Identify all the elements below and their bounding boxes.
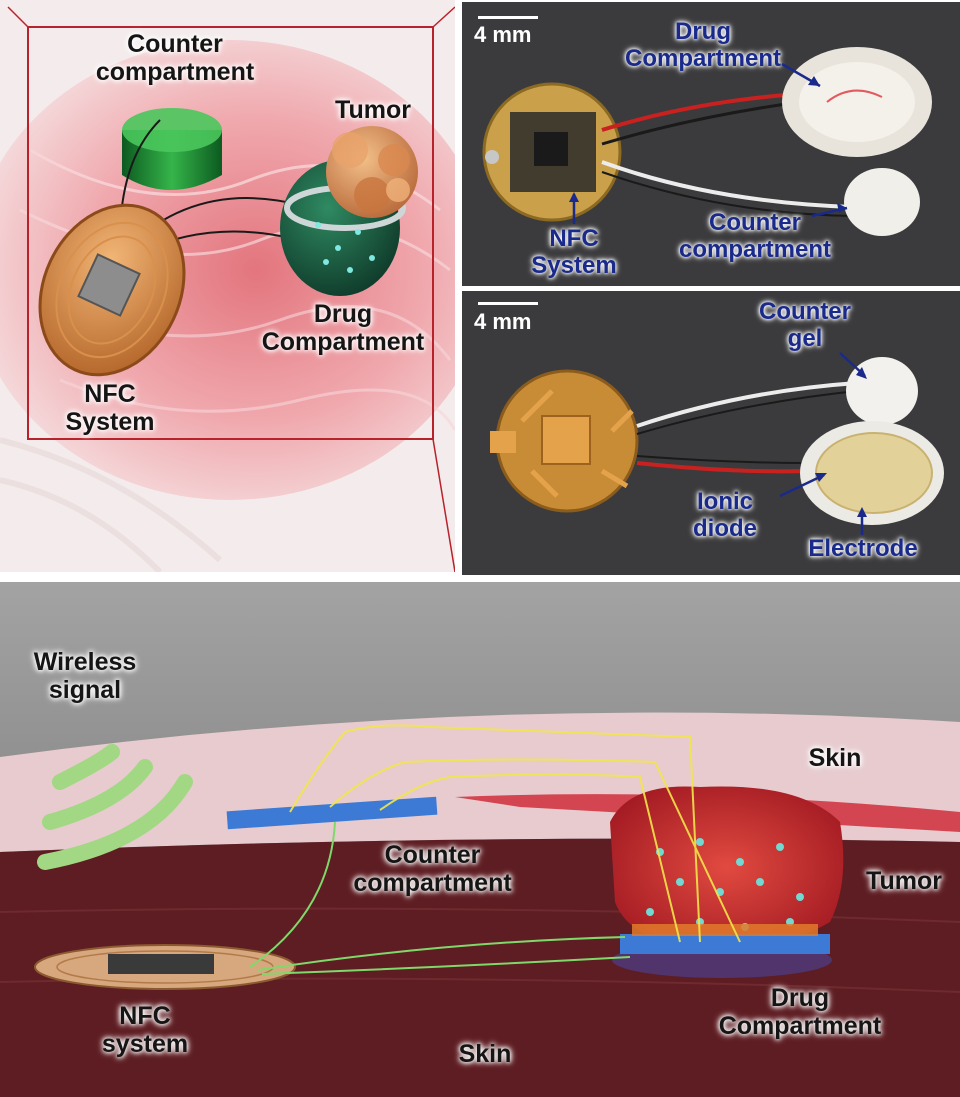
label-counter-compartment-d: Counter compartment (353, 841, 512, 897)
nfc-board-b (482, 82, 622, 222)
label-nfc-system-b: NFC System (531, 225, 617, 279)
label-drug-compartment-d: Drug Compartment (718, 984, 882, 1040)
scale-label-b: 4 mm (474, 22, 532, 47)
drug-compartment-photo-b (782, 47, 932, 157)
scale-bar-c (478, 302, 538, 305)
wireless-signal-arcs (37, 744, 193, 870)
drug-electrode-photo-c (800, 421, 944, 525)
label-tumor-d: Tumor (866, 867, 942, 895)
label-skin-top: Skin (808, 744, 862, 772)
panel-c-arrows (779, 352, 867, 535)
counter-compartment-photo-b (844, 168, 920, 236)
scale-bar-b (478, 16, 538, 19)
nfc-system-disc (34, 944, 296, 990)
panel-b-artwork (462, 2, 960, 286)
panel-d-artwork (0, 582, 960, 1097)
label-nfc-system-d: NFC system (101, 1002, 189, 1058)
panel-a-artwork (0, 0, 455, 572)
label-wireless-signal: Wireless signal (33, 648, 137, 704)
label-counter-compartment-b: Counter compartment (678, 209, 832, 263)
panel-d-schematic: Wireless signal Skin Counter compartment… (0, 582, 960, 1097)
panel-c-artwork (462, 291, 960, 575)
drug-electrode-patch (620, 934, 830, 954)
label-electrode-c: Electrode (808, 535, 918, 562)
label-nfc-system-a: NFC System (65, 380, 155, 436)
counter-compartment-cup (122, 108, 222, 190)
label-drug-compartment-a: Drug Compartment (261, 300, 425, 356)
label-tumor-a: Tumor (335, 96, 411, 124)
tumor-cross-section (610, 786, 844, 948)
interconnect-wires (249, 821, 631, 975)
label-drug-compartment-b: Drug Compartment (624, 18, 781, 72)
panel-a-illustration: Counter compartment Tumor Drug Compartme… (0, 0, 455, 572)
nfc-board-c (490, 369, 639, 513)
nfc-coil (38, 203, 186, 377)
ionic-current-paths (289, 724, 741, 943)
panel-b-photo: 4 mm Drug Compartment Counter compartmen… (462, 2, 960, 286)
label-counter-compartment-a: Counter compartment (95, 30, 255, 86)
inset-frame (27, 26, 434, 440)
scale-label-c: 4 mm (474, 309, 532, 334)
panel-c-photo: 4 mm Counter gel Ionic diode Electrode (462, 291, 960, 575)
counter-electrode-patch (226, 796, 438, 830)
label-ionic-diode-c: Ionic diode (693, 488, 757, 542)
label-skin-bottom: Skin (458, 1040, 512, 1068)
label-counter-gel-c: Counter gel (759, 298, 851, 352)
panel-b-arrows (569, 62, 848, 224)
tumor-3d (326, 126, 418, 218)
